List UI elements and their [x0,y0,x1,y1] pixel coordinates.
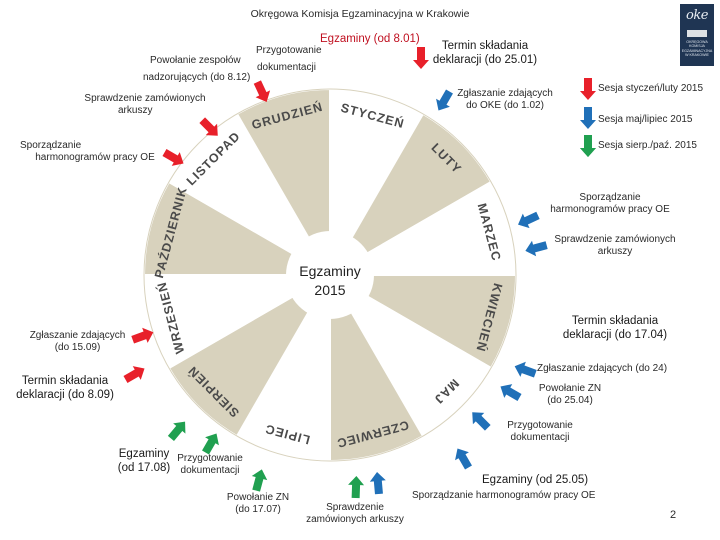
label-przygotowanie-right: Przygotowanie dokumentacji [490,420,590,444]
label-egzaminy-1708-line-1: Egzaminy [118,448,170,460]
label-przygotowanie-1708-line-2: dokumentacji [180,465,240,476]
label-termin-0809-line-1: Termin składania [21,375,109,387]
center-line-1: Egzaminy [299,263,361,279]
label-termin-0809-line-2: deklaracji (do 8.09) [16,389,114,401]
marker-sporzadzanie-left [162,149,184,166]
marker-sprawdzenie-right [525,240,548,257]
label-termin-2501-line-1: Termin składania [441,40,529,52]
label-termin-2501: Termin składania deklaracji (do 25.01) [420,39,550,67]
marker-termin-0809 [123,366,145,383]
label-przygotowanie-1708: Przygotowanie dokumentacji [170,453,250,477]
label-sporzadzanie-right: Sporządzanie harmonogramów pracy OE [535,192,685,216]
marker-sesja-sierp-dup [580,135,596,157]
label-egzaminy-1708: Egzaminy (od 17.08) [112,447,176,475]
legend-item-2: Sesja maj/lipiec 2015 [598,114,693,125]
label-sprawdzenie-top-line-1: Sprawdzenie zamówionych [84,93,206,104]
label-sporzadzanie-right-line-1: Sporządzanie [579,192,641,203]
legend-swatch-red [580,78,596,100]
logo-graphic [687,30,707,37]
label-przygotowanie-right-line-2: dokumentacji [510,432,570,443]
label-nadzorujacych: nadzorujących (do 8.12) [143,72,251,83]
label-zglaszanie-1509-line-1: Zgłaszanie zdających [29,330,126,341]
label-sprawdzenie-right-line-2: arkuszy [597,246,633,257]
marker-sprawdzenie-bottom [348,476,365,499]
marker-powolanie-zespolow [253,80,271,102]
marker-zglaszanie-0102 [436,89,453,111]
logo-line-3: EGZAMINACYJNA [681,48,713,53]
label-powolanie-zn-2504: Powołanie ZN (do 25.04) [520,383,620,407]
label-przygotowanie-2: dokumentacji [257,62,316,73]
label-egzaminy-0801: Egzaminy (od 8.01) [320,33,420,45]
marker-egzaminy-2505 [455,448,472,470]
label-sprawdzenie-right-line-1: Sprawdzenie zamówionych [554,234,676,245]
legend-swatch-blue [580,107,596,129]
page-number: 2 [670,509,677,521]
marker-zglaszanie-24 [514,361,537,378]
marker-powolanie-zn-1707 [251,469,268,492]
label-powolanie-zn-1707-line-2: (do 17.07) [235,504,281,515]
marker-zglaszanie-1509 [131,327,154,344]
session-markers [123,47,596,499]
marker-powolanie-zn [500,384,522,401]
legend-item-1: Sesja styczeń/luty 2015 [598,83,704,94]
logo-line-4: W KRAKOWIE [685,53,709,58]
logo-line-2: KOMISJA [689,44,705,49]
label-egzaminy-2505: Egzaminy (od 25.05) [482,474,589,486]
label-sprawdzenie-bottom-line-1: Sprawdzenie [326,502,384,513]
label-przygotowanie-right-line-1: Przygotowanie [507,420,573,431]
marker-egzaminy-0801 [413,47,429,69]
label-sprawdzenie-bottom-line-2: zamówionych arkuszy [306,514,404,525]
label-sprawdzenie-top: Sprawdzenie zamówionych arkuszy [50,93,240,117]
label-termin-1704-line-1: Termin składania [571,315,659,327]
label-powolanie-zn-1707: Powołanie ZN (do 17.07) [213,492,303,516]
label-termin-1704-line-2: deklaracji (do 17.04) [562,329,668,341]
label-termin-1704: Termin składania deklaracji (do 17.04) [540,314,690,342]
marker-sprawdzenie [199,117,218,136]
label-sprawdzenie-bottom: Sprawdzenie zamówionych arkuszy [295,502,415,526]
marker-egzaminy-1708 [167,421,186,441]
header-title: Okręgowa Komisja Egzaminacyjna w Krakowi… [250,8,470,20]
label-zglaszanie-0102-line-2: do OKE (do 1.02) [466,100,544,111]
month-segments [142,87,518,463]
wheel-outline [143,88,517,462]
label-powolanie-zn-1707-line-1: Powołanie ZN [226,492,290,503]
label-sporzadzanie-left: Sporządzanie harmonogramów pracy OE [20,140,170,164]
marker-przygotowanie-right [472,412,491,431]
marker-sporzadzanie-right [518,211,540,229]
label-przygotowanie-1708-line-1: Przygotowanie [177,453,243,464]
label-przygotowanie-1: Przygotowanie [256,45,322,56]
label-zglaszanie-24: Zgłaszanie zdających (do 24) [537,363,668,374]
label-powolanie-zn-2504-line-2: (do 25.04) [547,395,593,406]
label-sporzadzanie-left-line-2: harmonogramów pracy OE [35,152,155,163]
marker-przygotowanie-1708 [202,433,219,455]
label-termin-2501-line-2: deklaracji (do 25.01) [432,54,538,66]
label-sporzadzanie-left-line-1: Sporządzanie [20,140,82,151]
label-sporzadzanie-right-line-2: harmonogramów pracy OE [550,204,670,215]
label-termin-0809: Termin składania deklaracji (do 8.09) [0,374,130,402]
label-powolanie-zespolow: Powołanie zespołów [150,55,241,66]
label-egzaminy-1708-line-2: (od 17.08) [117,462,171,474]
label-zglaszanie-0102: Zgłaszanie zdających do OKE (do 1.02) [445,88,565,112]
label-sporzadzanie-bottom: Sporządzanie harmonogramów pracy OE [412,490,596,501]
legend-item-3: Sesja sierp./paź. 2015 [598,140,697,151]
marker-sporzadzanie-bottom [369,472,386,495]
center-title: Egzaminy 2015 [290,262,370,300]
oke-logo: oke OKRĘGOWA KOMISJA EGZAMINACYJNA W KRA… [680,4,714,66]
label-sprawdzenie-right: Sprawdzenie zamówionych arkuszy [540,234,690,258]
label-zglaszanie-1509: Zgłaszanie zdających (do 15.09) [20,330,135,354]
center-line-2: 2015 [314,282,346,298]
logo-line-1: OKRĘGOWA [686,40,708,44]
center-hub [286,231,374,319]
label-powolanie-zn-2504-line-1: Powołanie ZN [538,383,602,394]
label-zglaszanie-1509-line-2: (do 15.09) [54,342,101,353]
label-sprawdzenie-top-line-2: arkuszy [118,105,153,116]
label-zglaszanie-0102-line-1: Zgłaszanie zdających [457,88,553,99]
logo-mark: oke [686,8,708,23]
